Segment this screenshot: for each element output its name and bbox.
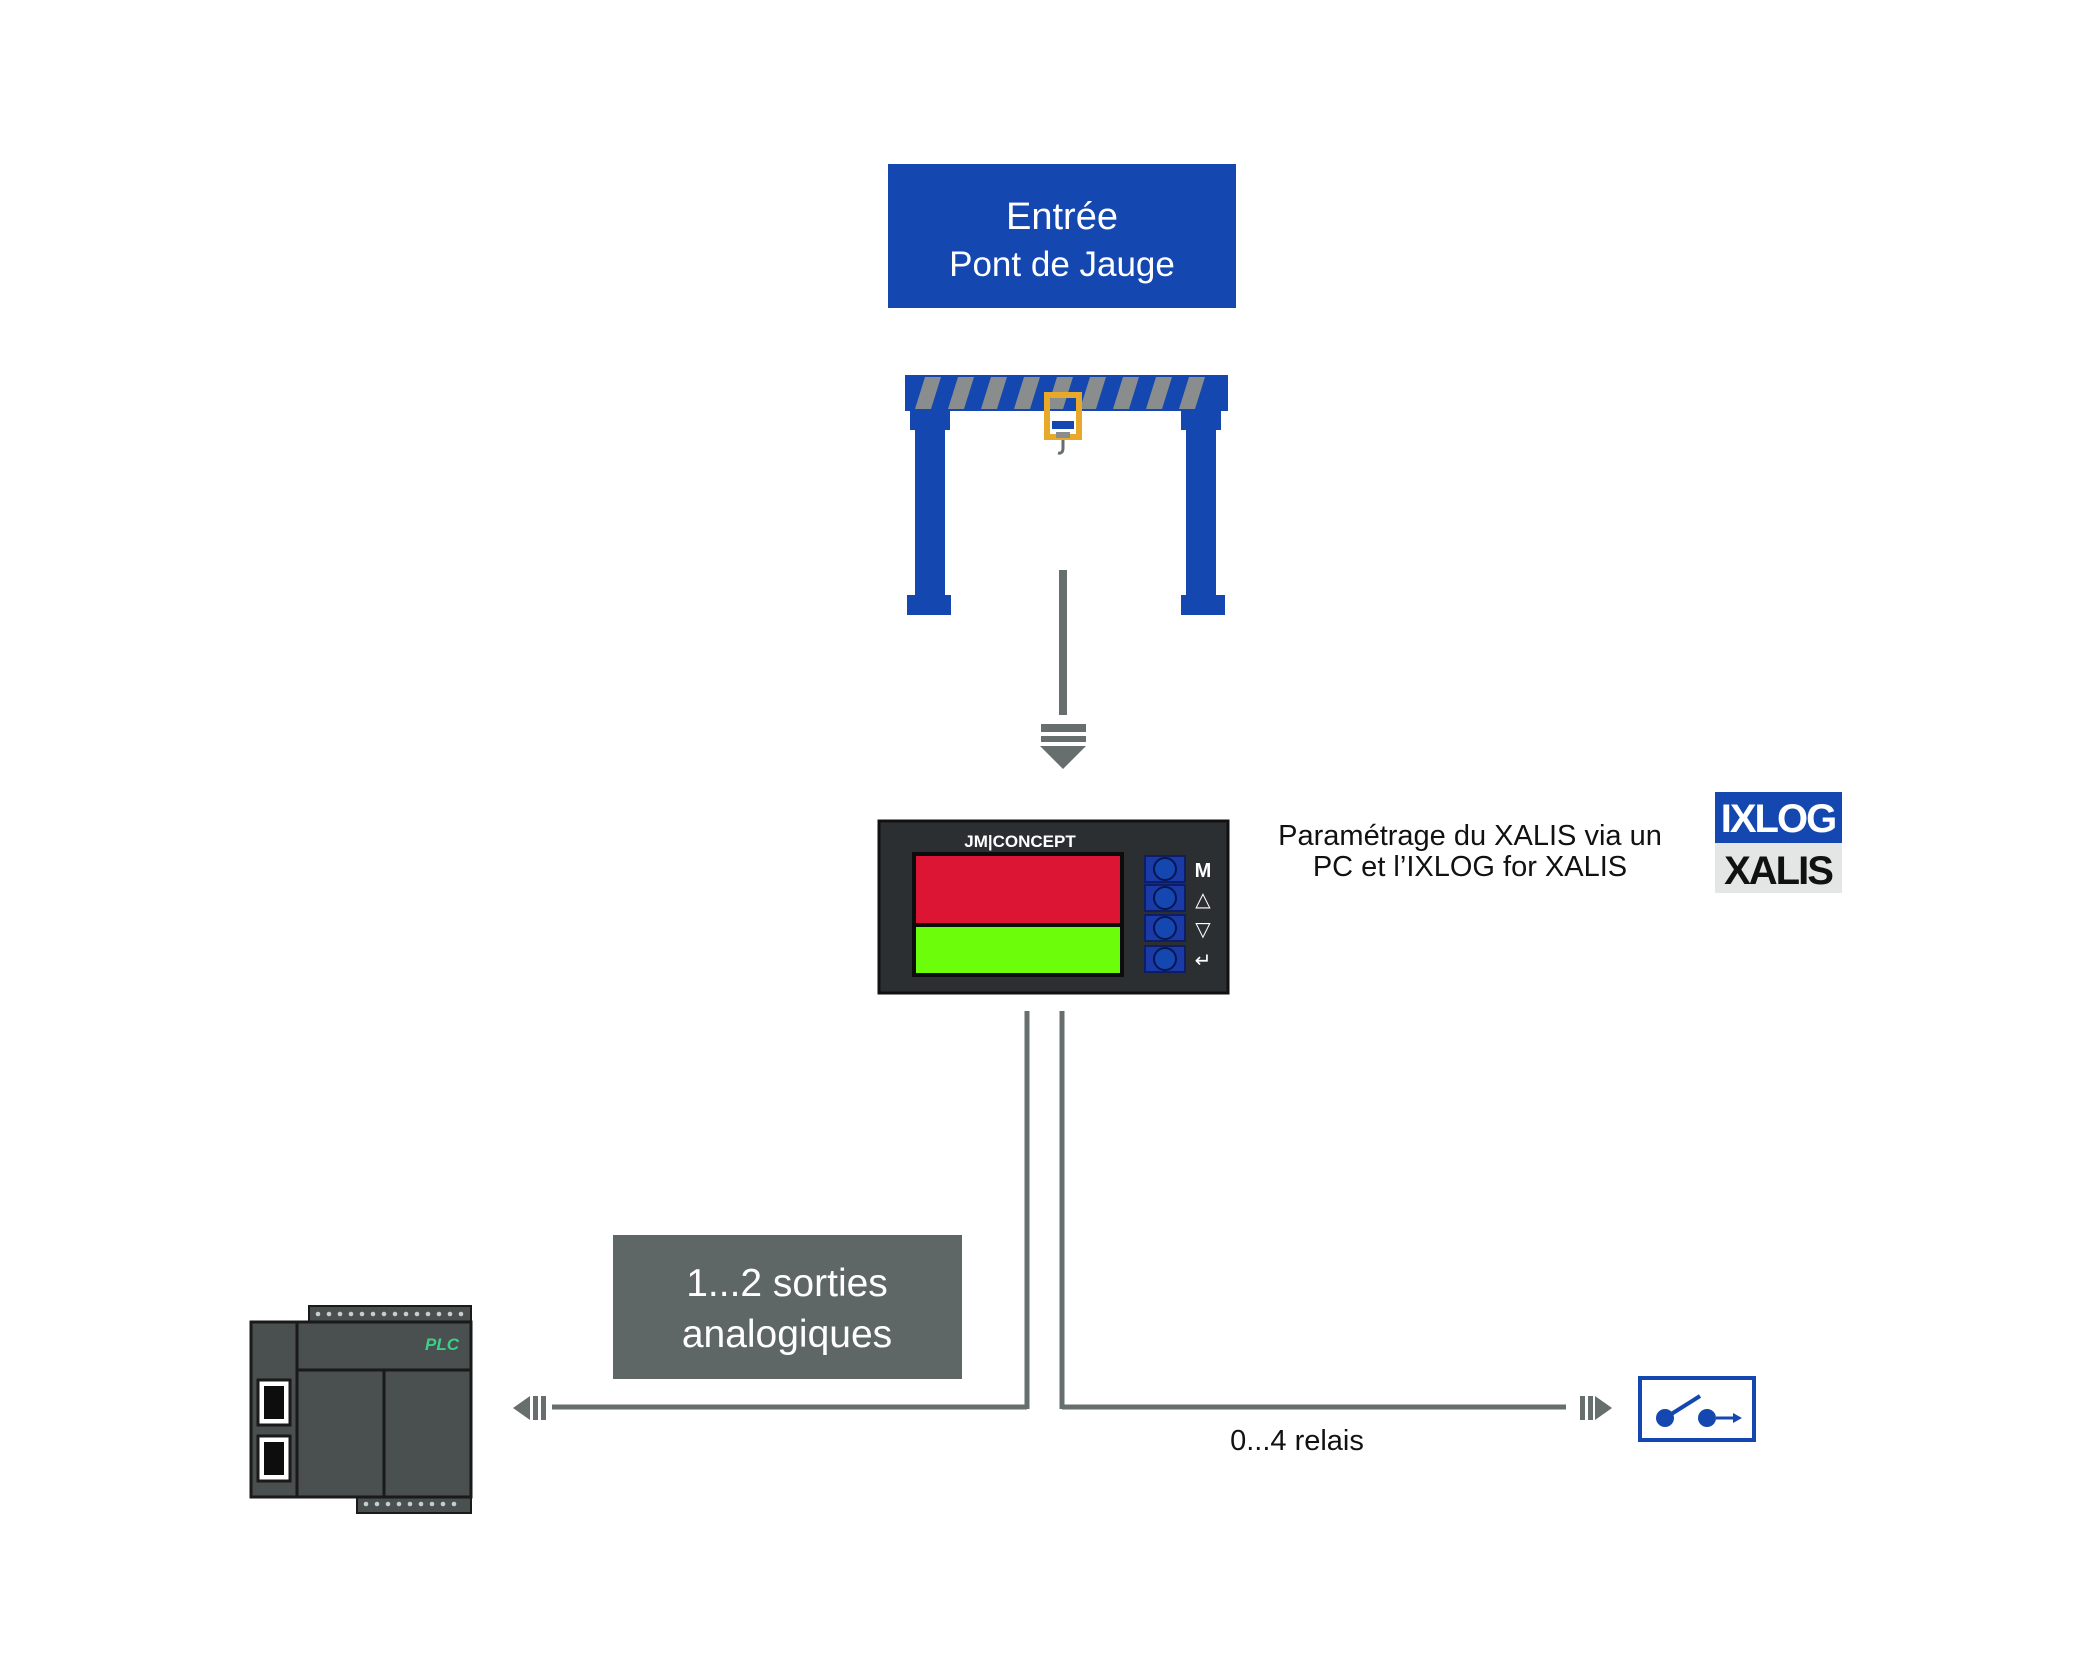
device-button-down[interactable] <box>1144 914 1186 942</box>
plc-label: PLC <box>425 1335 460 1354</box>
plc-terminal-pin <box>440 1501 446 1507</box>
plc-terminal-pin <box>451 1501 457 1507</box>
plc-terminal-pin <box>337 1311 343 1317</box>
plc-terminal-pin <box>429 1501 435 1507</box>
plc-terminal-pin <box>396 1501 402 1507</box>
ixlog-xalis-logo: IXLOG XALIS <box>1715 792 1842 893</box>
analog-box-line2: analogiques <box>682 1313 892 1356</box>
plc-terminal-pin <box>436 1311 442 1317</box>
relay-switch-icon <box>1638 1376 1756 1442</box>
device-button-label-down: ▽ <box>1195 919 1211 941</box>
plc-terminal-pin <box>458 1311 464 1317</box>
plc-terminal-pin <box>381 1311 387 1317</box>
analog-box-line1: 1...2 sorties <box>686 1262 888 1305</box>
logo-xalis: XALIS <box>1724 849 1833 893</box>
device-brand: JM|CONCEPT <box>964 832 1076 851</box>
display-red-panel <box>916 856 1120 923</box>
plc-terminal-pin <box>403 1311 409 1317</box>
xalis-device: JM|CONCEPT M △ ▽ ↵ <box>877 819 1230 995</box>
device-button-m[interactable] <box>1144 855 1186 883</box>
plc-terminal-pin <box>447 1311 453 1317</box>
gantry-crane-icon <box>905 375 1228 615</box>
plc-terminal-pin <box>374 1501 380 1507</box>
relay-arrow-head <box>1595 1396 1612 1420</box>
plc-terminal-pin <box>414 1311 420 1317</box>
input-box-bg <box>888 164 1236 308</box>
config-note-line1: Paramétrage du XALIS via un <box>1278 820 1662 852</box>
plc-terminal-pin <box>348 1311 354 1317</box>
plc-terminal-pin <box>370 1311 376 1317</box>
input-box-subtitle: Pont de Jauge <box>949 245 1175 284</box>
plc-terminal-pin <box>425 1311 431 1317</box>
plc-terminal-pin <box>407 1501 413 1507</box>
plc-terminal-pin <box>385 1501 391 1507</box>
config-note: Paramétrage du XALIS via un PC et l’IXLO… <box>1278 820 1662 883</box>
output-wiring <box>513 1011 1612 1420</box>
analog-outputs-box: 1...2 sorties analogiques <box>613 1235 962 1379</box>
analog-arrow-head <box>513 1396 530 1420</box>
relay-label: 0...4 relais <box>1230 1425 1364 1457</box>
display-green-panel <box>916 927 1120 973</box>
plc-terminal-pin <box>418 1501 424 1507</box>
plc-terminal-pin <box>315 1311 321 1317</box>
input-box-title: Entrée <box>1006 196 1118 238</box>
plc-terminal-pin <box>392 1311 398 1317</box>
plc-terminal-pin <box>363 1501 369 1507</box>
device-button-label-m: M <box>1195 860 1212 882</box>
input-connector <box>1040 570 1086 769</box>
device-button-up[interactable] <box>1144 884 1186 912</box>
logo-ixlog: IXLOG <box>1721 797 1835 841</box>
plc-controller-icon: PLC <box>249 1305 473 1514</box>
config-note-line2: PC et l’IXLOG for XALIS <box>1313 851 1627 883</box>
plc-terminal-pin <box>326 1311 332 1317</box>
input-box: Entrée Pont de Jauge <box>888 164 1236 308</box>
device-button-label-up: △ <box>1195 889 1211 911</box>
device-button-enter[interactable] <box>1144 945 1186 973</box>
device-button-label-enter: ↵ <box>1195 950 1212 972</box>
plc-terminal-pin <box>359 1311 365 1317</box>
